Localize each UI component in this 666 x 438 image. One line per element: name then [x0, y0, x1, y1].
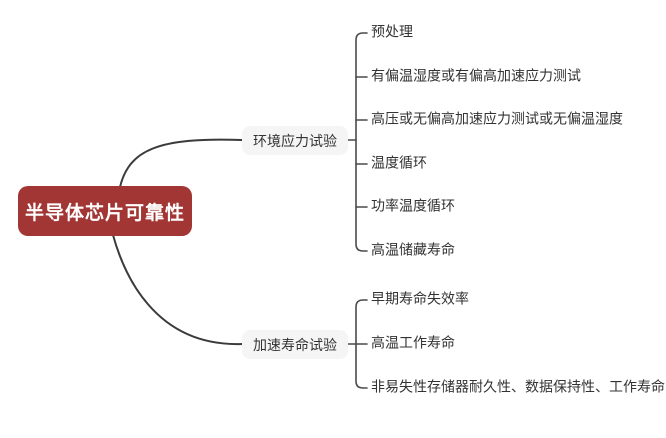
leaf-node-temperature-cycling: 温度循环: [371, 155, 427, 172]
leaf-node-biased-humidity-hast: 有偏温湿度或有偏高加速应力测试: [371, 68, 581, 85]
root-node: 半导体芯片可靠性: [18, 186, 192, 236]
curve-root-to-accelerated-branch: [112, 234, 243, 346]
leaf-node-nonvolatile-memory-endurance: 非易失性存储器耐久性、数据保持性、工作寿命: [371, 379, 665, 396]
branch-node-environmental-stress-test: 环境应力试验: [242, 126, 348, 155]
curve-root-to-environment-branch: [119, 138, 243, 188]
bracket-accelerated-life-children: [347, 299, 368, 389]
leaf-node-early-life-failure-rate: 早期寿命失效率: [371, 291, 469, 308]
leaf-node-preconditioning: 预处理: [371, 24, 413, 41]
leaf-node-high-temp-operating-life: 高温工作寿命: [371, 335, 455, 352]
leaf-node-power-temperature-cycling: 功率温度循环: [371, 198, 455, 215]
leaf-node-high-temp-storage-life: 高温储藏寿命: [371, 242, 455, 259]
bracket-environment-children: [347, 32, 368, 252]
branch-node-accelerated-life-test: 加速寿命试验: [242, 330, 348, 359]
leaf-node-autoclave-unbiased-hast: 高压或无偏高加速应力测试或无偏温湿度: [371, 111, 623, 128]
